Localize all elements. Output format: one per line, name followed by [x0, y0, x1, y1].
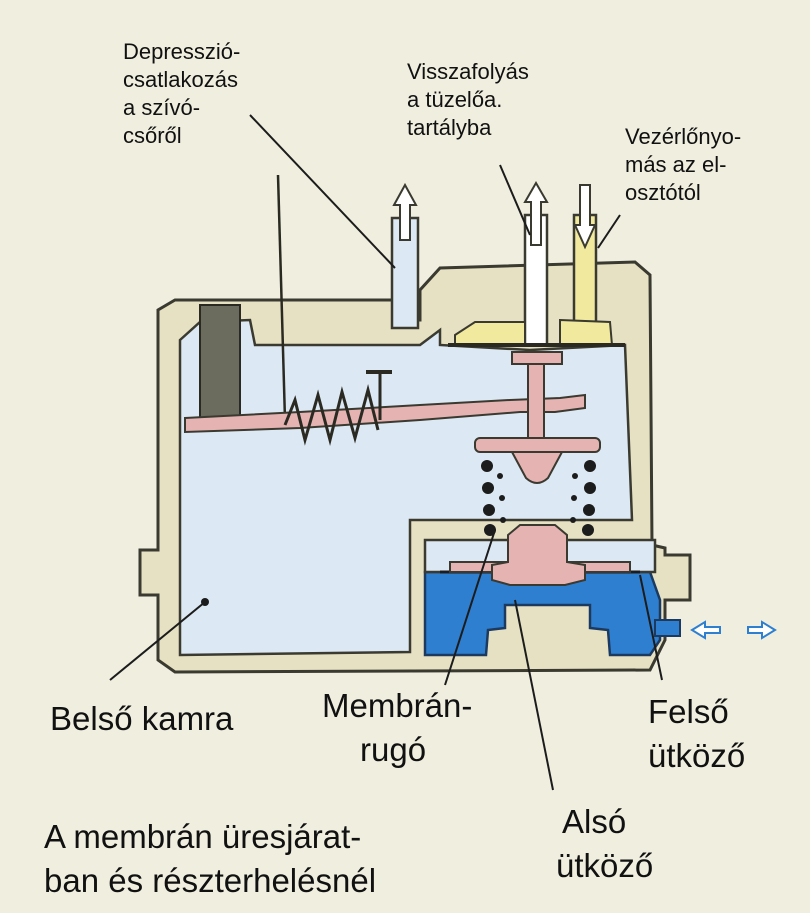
- label-lower-stop-line-2: ütköző: [556, 847, 654, 884]
- leader-return: [499, 164, 531, 236]
- label-inner-chamber-text: Belső kamra: [50, 700, 234, 737]
- depression-arrow: [392, 182, 418, 241]
- label-control-line-1: Vezérlőnyo-: [625, 124, 742, 149]
- leader-inner-chamber: [109, 601, 206, 681]
- label-lower-stop-line-1: Alsó: [562, 803, 627, 840]
- label-spring-line-1: Membrán-: [322, 687, 473, 724]
- control-arrow: [573, 184, 597, 250]
- label-spring-line-2: rugó: [360, 731, 427, 768]
- label-diaphragm-spring: Membrán- rugó: [322, 684, 472, 772]
- leader-depression: [249, 114, 396, 269]
- label-depression-line-3: a szívó-: [123, 95, 201, 120]
- vertical-wire: [276, 174, 287, 421]
- label-control-line-3: osztótól: [625, 180, 701, 205]
- label-depression-connection: Depresszió- csatlakozás a szívó- csőről: [123, 38, 240, 150]
- label-upper-stop: Felső ütköző: [648, 690, 745, 778]
- return-arrow: [523, 181, 549, 246]
- diaphragm-piston: [491, 524, 586, 586]
- label-lower-stop: Alsó ütköző: [556, 800, 653, 888]
- label-depression-line-4: csőről: [123, 123, 182, 148]
- caption: A membrán üresjárat- ban és részterhelés…: [44, 815, 376, 903]
- flow-arrow-left: [690, 620, 721, 640]
- label-inner-chamber: Belső kamra: [50, 697, 233, 741]
- leader-lines: [109, 114, 663, 791]
- leader-control: [597, 214, 621, 249]
- label-control-pressure: Vezérlőnyo- más az el- osztótól: [625, 123, 741, 207]
- label-return-line-1: Visszafolyás: [407, 59, 529, 84]
- label-return-line-2: a tüzelőa.: [407, 87, 503, 112]
- label-depression-line-2: csatlakozás: [123, 67, 238, 92]
- label-upper-stop-line-1: Felső: [648, 693, 729, 730]
- side-outlet: [654, 619, 681, 637]
- flow-arrow-right: [747, 620, 777, 640]
- diaphragm-chamber: [423, 570, 662, 657]
- label-control-line-2: más az el-: [625, 152, 727, 177]
- leader-lower-stop: [514, 599, 554, 791]
- label-return-to-tank: Visszafolyás a tüzelőa. tartályba: [407, 58, 529, 142]
- yellow-seat-right: [559, 318, 614, 346]
- label-depression-line-1: Depresszió-: [123, 39, 241, 64]
- inner-chamber-dot: [201, 598, 209, 606]
- valve-disc: [474, 437, 601, 453]
- dark-block: [199, 304, 241, 421]
- valve-cone: [510, 451, 564, 484]
- leader-spring: [444, 529, 496, 686]
- valve-stem-top: [511, 351, 563, 365]
- label-upper-stop-line-2: ütköző: [648, 737, 746, 774]
- caption-line-2: ban és részterhelésnél: [44, 862, 377, 899]
- depression-pipe: [390, 216, 420, 330]
- caption-line-1: A membrán üresjárat-: [44, 818, 362, 855]
- leader-upper-stop: [639, 574, 663, 681]
- lever-spring: [283, 384, 380, 446]
- label-return-line-3: tartályba: [407, 115, 492, 140]
